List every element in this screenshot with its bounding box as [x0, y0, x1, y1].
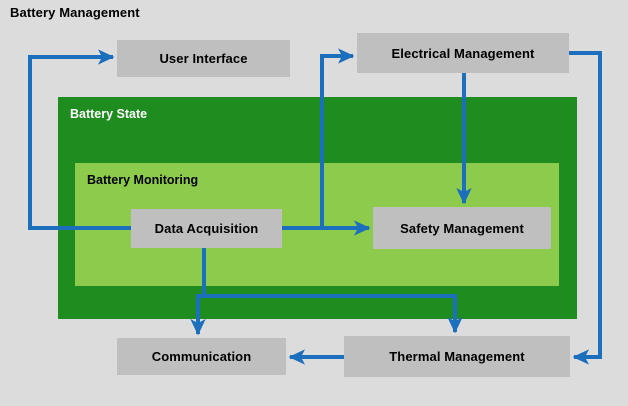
node-electrical-management[interactable]: Electrical Management	[357, 33, 569, 73]
node-thermal-management[interactable]: Thermal Management	[344, 336, 570, 377]
page-title: Battery Management	[10, 5, 140, 20]
node-label-user-interface: User Interface	[159, 51, 248, 66]
node-label-thermal-management: Thermal Management	[389, 349, 525, 364]
container-label-battery-monitoring: Battery Monitoring	[87, 173, 199, 187]
node-label-data-acquisition: Data Acquisition	[154, 221, 259, 236]
node-label-electrical-management: Electrical Management	[391, 45, 535, 61]
node-communication[interactable]: Communication	[117, 338, 286, 375]
node-label-safety-management: Safety Management	[400, 220, 524, 236]
container-label-battery-state: Battery State	[70, 107, 148, 121]
node-user-interface[interactable]: User Interface	[117, 40, 290, 77]
node-data-acquisition[interactable]: Data Acquisition	[131, 209, 282, 248]
node-label-communication: Communication	[151, 349, 252, 364]
node-safety-management[interactable]: Safety Management	[373, 207, 551, 249]
